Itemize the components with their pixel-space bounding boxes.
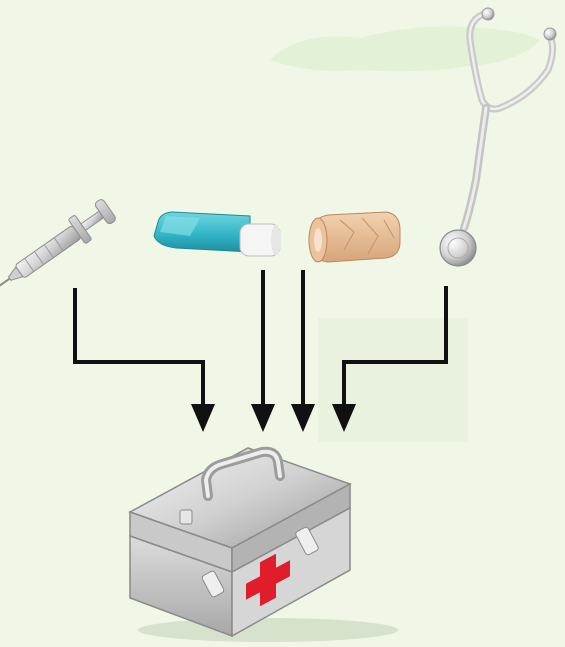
arrowhead-inhaler (251, 404, 275, 432)
arrow-stethoscope (342, 286, 448, 410)
arrowhead-bandage (291, 404, 315, 432)
background-smudge (270, 26, 540, 72)
arrow-syringe (73, 288, 205, 410)
syringe-icon (0, 199, 116, 288)
arrowhead-syringe (191, 404, 215, 432)
bandage-icon (308, 211, 401, 263)
arrowheads (191, 404, 356, 432)
first-aid-kit-icon (128, 446, 398, 642)
stethoscope-icon (439, 7, 557, 267)
flow-arrows (73, 270, 448, 410)
arrowhead-stethoscope (332, 404, 356, 432)
inhaler-icon (153, 211, 281, 257)
